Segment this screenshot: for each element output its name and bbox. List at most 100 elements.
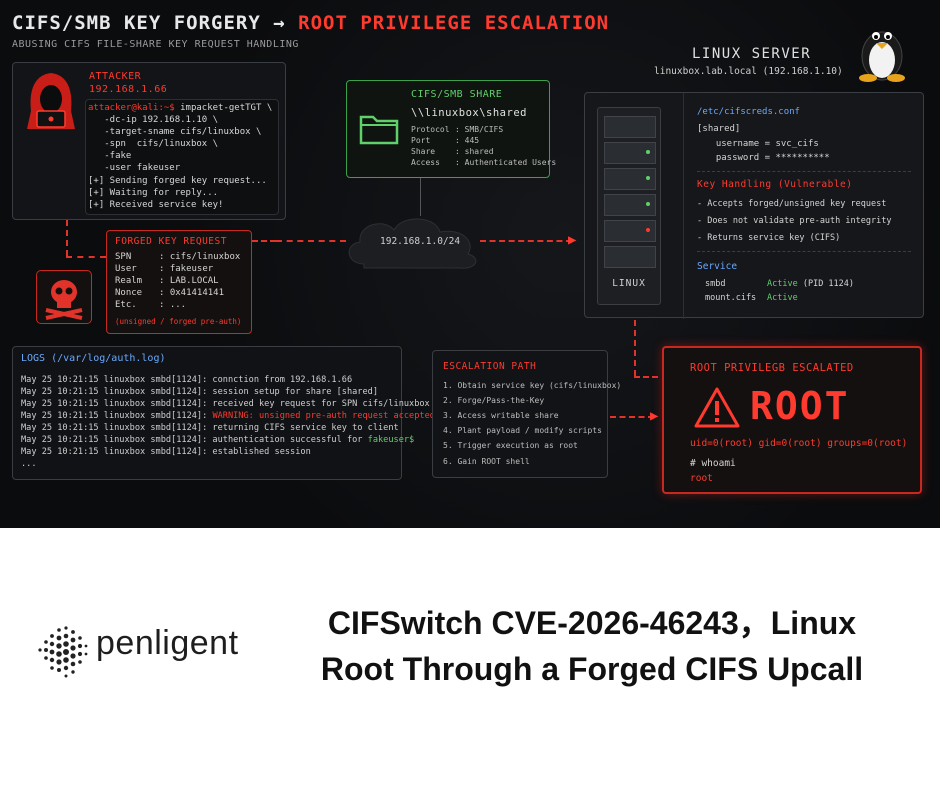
- share-row: Protocol: SMB/CIFS: [411, 125, 504, 134]
- folder-icon: [359, 111, 399, 149]
- tux-icon: [854, 20, 910, 86]
- escalation-label: ESCALATION PATH: [443, 361, 537, 372]
- root-panel: ROOT PRIVILEGΒ ESCALATED ROOT uid=0(root…: [662, 346, 922, 494]
- network-cloud: [340, 210, 486, 278]
- log-line: ...: [21, 459, 37, 469]
- status-led: [646, 228, 650, 232]
- config-divider: [697, 251, 911, 252]
- article-title-line: Root Through a Forged CIFS Upcall: [320, 651, 864, 687]
- hacker-icon: [23, 71, 79, 131]
- server-host: linuxbox.lab.local (192.168.1.10): [654, 66, 843, 77]
- vuln-label: Key Handling (Vulnerable): [697, 179, 853, 190]
- terminal-output: [+] Waiting for reply...: [88, 188, 219, 198]
- log-line: May 25 10:21:15 linuxbox smbd[1124]: ses…: [21, 387, 378, 397]
- hero-banner: CIFS/SMB KEY FORGERY → ROOT PRIVILEGE ES…: [0, 0, 940, 528]
- attacker-ip: 192.168.1.66: [89, 84, 168, 95]
- share-row: Port: 445: [411, 136, 480, 145]
- config-divider: [697, 171, 911, 172]
- escalation-step: 2. Forge/Pass-the-Key: [443, 396, 545, 405]
- server-divider: [683, 93, 684, 319]
- attacker-panel: ATTACKER 192.168.1.66 attacker@kali:~$ i…: [12, 62, 286, 220]
- connector-cloud-server: [480, 240, 572, 242]
- forged-note: (unsigned / forged pre-auth): [115, 317, 242, 326]
- drive-bay: [604, 116, 656, 138]
- terminal-arg: -spn cifs/linuxbox \: [88, 139, 219, 149]
- forged-row: Realm: LAB.LOCAL: [115, 276, 219, 286]
- share-row: Share: shared: [411, 147, 494, 156]
- network-label: 192.168.1.0/24: [380, 236, 461, 247]
- terminal-arg: -target-sname cifs/linuxbox \: [88, 127, 262, 137]
- connector-server-root-h: [634, 376, 658, 378]
- creds-line: username = svc_cifs: [705, 139, 819, 149]
- connector-esc-root: [610, 416, 654, 418]
- skull-box: [36, 270, 92, 324]
- arrow-head-root: ▶: [650, 408, 659, 424]
- creds-file: /etc/cifscreds.conf: [697, 107, 800, 117]
- connector-share-cloud: [420, 178, 421, 216]
- banner-title: CIFS/SMB KEY FORGERY → ROOT PRIVILEGE ES…: [12, 12, 610, 34]
- creds-line: password = **********: [705, 153, 830, 163]
- logs-panel: LOGS (/var/log/auth.log) May 25 10:21:15…: [12, 346, 435, 480]
- drive-bay: [604, 246, 656, 268]
- article-title-line: CIFSwitch CVE-2026-46243，Linux: [327, 605, 857, 641]
- forged-row: User: fakeuser: [115, 264, 214, 274]
- vuln-item: - Accepts forged/unsigned key request: [697, 199, 887, 209]
- connector-attacker-right: [66, 256, 106, 258]
- attacker-terminal: attacker@kali:~$ impacket-getTGT \ -dc-i…: [85, 99, 279, 215]
- root-label: ROOT PRIVILEGΒ ESCALATED: [690, 362, 854, 374]
- log-line: May 25 10:21:15 linuxbox smbd[1124]: rec…: [21, 399, 430, 409]
- server-panel: LINUX /etc/cifscreds.conf [shared] usern…: [584, 92, 924, 319]
- terminal-output: [+] Sending forged key request...: [88, 176, 267, 186]
- log-line: May 25 10:21:15 linuxbox smbd[1124]: est…: [21, 447, 311, 457]
- attacker-label: ATTACKER: [89, 71, 142, 82]
- warning-icon: [694, 386, 740, 432]
- escalation-step: 5. Trigger execution as root: [443, 441, 578, 450]
- forged-row: Etc.: ...: [115, 300, 187, 310]
- service-label: Service: [697, 261, 738, 272]
- log-auth: May 25 10:21:15 linuxbox smbd[1124]: aut…: [21, 435, 415, 445]
- escalation-step: 6. Gain ROOT shell: [443, 457, 530, 466]
- root-cmd: # whoami: [690, 458, 736, 469]
- drive-bay: [604, 142, 656, 164]
- creds-section: [shared]: [697, 124, 741, 134]
- drive-bay: [604, 220, 656, 242]
- escalation-panel: ESCALATION PATH 1. Obtain service key (c…: [432, 350, 621, 478]
- server-label: LINUX SERVER: [692, 46, 812, 62]
- penligent-logo: [32, 620, 92, 684]
- connector-server-root: [634, 320, 636, 376]
- terminal-arg: -fake: [88, 151, 132, 161]
- escalation-step: 3. Access writable share: [443, 411, 559, 420]
- vuln-item: - Does not validate pre-auth integrity: [697, 216, 892, 226]
- log-line: May 25 10:21:15 linuxbox smbd[1124]: con…: [21, 375, 353, 385]
- log-line: May 25 10:21:15 linuxbox smbd[1124]: ret…: [21, 423, 399, 433]
- chassis-label: LINUX: [612, 278, 646, 289]
- share-path: \\linuxbox\shared: [411, 107, 527, 119]
- log-warning: May 25 10:21:15 linuxbox smbd[1124]: WAR…: [21, 411, 435, 421]
- escalation-step: 1. Obtain service key (cifs/linuxbox): [443, 381, 622, 390]
- share-panel: CIFS/SMB SHARE \\linuxbox\shared Protoco…: [346, 80, 556, 178]
- status-led: [646, 176, 650, 180]
- forged-row: Nonce: 0x41414141: [115, 288, 225, 298]
- connector-to-cloud: [276, 240, 346, 242]
- terminal-command-line: attacker@kali:~$ impacket-getTGT \: [88, 103, 273, 113]
- terminal-success: [+] Received service key!: [88, 200, 224, 210]
- connector-attacker-down: [66, 220, 68, 256]
- vuln-item: - Returns service key (CIFS): [697, 233, 841, 243]
- share-row: Access: Authenticated Users: [411, 158, 557, 167]
- root-result: root: [690, 473, 713, 484]
- logs-label: LOGS (/var/log/auth.log): [21, 353, 166, 364]
- forged-request-panel: FORGED KEY REQUEST SPN: cifs/linuxbox Us…: [106, 230, 252, 334]
- arrow-head-server: ▶: [568, 232, 577, 248]
- connector-forged-up: [252, 240, 276, 242]
- server-chassis: LINUX: [597, 107, 661, 305]
- root-ids: uid=0(root) gid=0(root) groups=0(root): [690, 438, 908, 449]
- drive-bay: [604, 194, 656, 216]
- share-label: CIFS/SMB SHARE: [411, 89, 503, 100]
- brand-name: penligent: [96, 624, 239, 662]
- skull-icon: [45, 280, 83, 320]
- article-title: CIFSwitch CVE-2026-46243，Linux Root Thro…: [262, 600, 922, 692]
- forged-label: FORGED KEY REQUEST: [115, 236, 227, 247]
- status-led: [646, 150, 650, 154]
